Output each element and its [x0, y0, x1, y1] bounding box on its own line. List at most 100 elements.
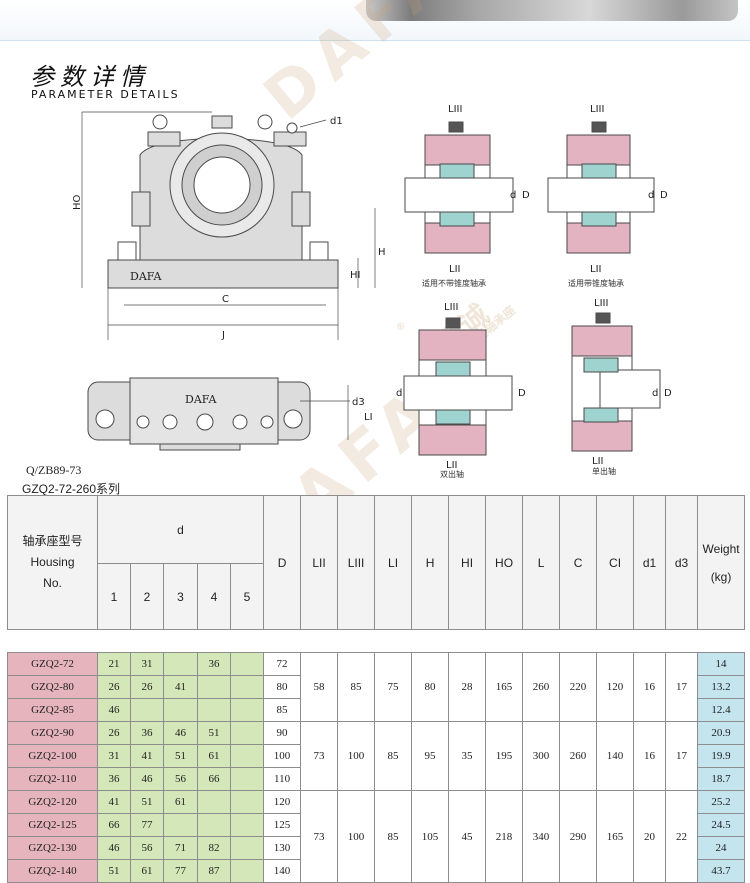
bore-d1-cell: 21 [97, 652, 131, 676]
bore-d4-cell [197, 790, 231, 814]
weight-cell: 24 [697, 836, 746, 860]
bore-d3-cell: 41 [163, 675, 198, 699]
bore-d4-cell: 87 [197, 859, 231, 883]
weight-cell: 13.2 [697, 675, 746, 699]
label-LIII-2: LIII [590, 104, 604, 115]
model-cell: GZQ2-120 [7, 790, 98, 814]
dim-L-cell: 300 [522, 721, 561, 791]
bore-d5-cell [229, 767, 265, 791]
dim-HI-cell: 35 [448, 721, 487, 791]
bore-d4-cell: 82 [197, 836, 231, 860]
weight-cell: 18.7 [697, 767, 746, 791]
section-view-4 [571, 312, 661, 452]
header-housing: 轴承座型号 Housing No. [7, 495, 98, 630]
bore-d4-cell: 61 [197, 744, 231, 768]
bore-d5-cell [229, 721, 265, 745]
header-housing-en2: No. [43, 576, 62, 590]
label-D-1: D [522, 190, 530, 201]
bore-d5-cell [229, 836, 265, 860]
model-cell: GZQ2-90 [7, 721, 98, 745]
label-C: C [222, 294, 229, 305]
dim-CI-cell: 140 [596, 721, 635, 791]
header-d-3: 3 [163, 563, 198, 630]
bore-d2-cell: 56 [130, 836, 164, 860]
label-LII-1: LII [449, 264, 460, 275]
label-LII-2: LII [590, 264, 601, 275]
label-LIII-1: LIII [448, 104, 462, 115]
bore-d2-cell: 61 [130, 859, 164, 883]
bore-d3-cell [163, 698, 198, 722]
weight-cell: 12.4 [697, 698, 746, 722]
header-col-LIII: LIII [337, 495, 376, 630]
dim-LIII-cell: 100 [337, 790, 376, 883]
header-d-1: 1 [97, 563, 131, 630]
label-LIII-4: LIII [594, 298, 608, 309]
model-cell: GZQ2-110 [7, 767, 98, 791]
dim-d3-cell: 17 [665, 721, 699, 791]
section-view-3 [403, 317, 513, 456]
bore-d2-cell: 31 [130, 652, 164, 676]
dim-LIII-cell: 85 [337, 652, 376, 722]
product-photo-strip [366, 0, 738, 21]
model-cell: GZQ2-72 [7, 652, 98, 676]
bore-d1-cell: 26 [97, 721, 131, 745]
bore-d1-cell: 46 [97, 836, 131, 860]
bore-d2-cell: 36 [130, 721, 164, 745]
label-J: J [221, 330, 225, 341]
header-col-L: L [522, 495, 561, 630]
dim-HO-cell: 165 [485, 652, 524, 722]
dim-d1-cell: 16 [633, 721, 667, 791]
outer-D-cell: 90 [263, 721, 302, 745]
label-HI: HI [350, 270, 360, 281]
bore-d2-cell: 46 [130, 767, 164, 791]
caption-with-taper: 适用带锥度轴承 [568, 278, 624, 288]
bore-d3-cell: 51 [163, 744, 198, 768]
dim-d1-cell: 20 [633, 790, 667, 883]
series-name: GZQ2-72-260系列 [22, 482, 121, 496]
header-weight-unit: (kg) [710, 569, 732, 584]
header-d-4: 4 [197, 563, 231, 630]
section-title-en: PARAMETER DETAILS [31, 88, 180, 101]
bore-d1-cell: 41 [97, 790, 131, 814]
dim-d3-cell: 22 [665, 790, 699, 883]
label-d3: d3 [352, 397, 365, 408]
weight-cell: 19.9 [697, 744, 746, 768]
bore-d3-cell: 46 [163, 721, 198, 745]
outer-D-cell: 120 [263, 790, 302, 814]
header-col-CI: CI [596, 495, 635, 630]
outer-D-cell: 85 [263, 698, 302, 722]
weight-cell: 14 [697, 652, 746, 676]
bore-d5-cell [229, 744, 265, 768]
dim-L-cell: 340 [522, 790, 561, 883]
bore-d1-cell: 46 [97, 698, 131, 722]
outer-D-cell: 125 [263, 813, 302, 837]
header-housing-en1: Housing [30, 555, 75, 569]
weight-cell: 43.7 [697, 859, 746, 883]
front-view [107, 114, 339, 289]
bore-d4-cell: 66 [197, 767, 231, 791]
bore-d3-cell [163, 652, 198, 676]
bore-d4-cell [197, 698, 231, 722]
header-d-5: 5 [229, 563, 265, 630]
dim-C-cell: 290 [559, 790, 598, 883]
label-d-2: d [648, 190, 654, 201]
bore-d5-cell [229, 698, 265, 722]
bore-d1-cell: 66 [97, 813, 131, 837]
dim-C-cell: 260 [559, 721, 598, 791]
label-d-4: d [652, 388, 658, 399]
dim-HO-cell: 218 [485, 790, 524, 883]
model-cell: GZQ2-140 [7, 859, 98, 883]
dim-LI-cell: 85 [374, 721, 413, 791]
label-D-4: D [664, 388, 672, 399]
header-col-D: D [263, 495, 302, 630]
header-d: d [96, 495, 265, 564]
outer-D-cell: 140 [263, 859, 302, 883]
header-d-2: 2 [130, 563, 164, 630]
label-d-3: d [396, 388, 402, 399]
top-view [87, 377, 311, 451]
